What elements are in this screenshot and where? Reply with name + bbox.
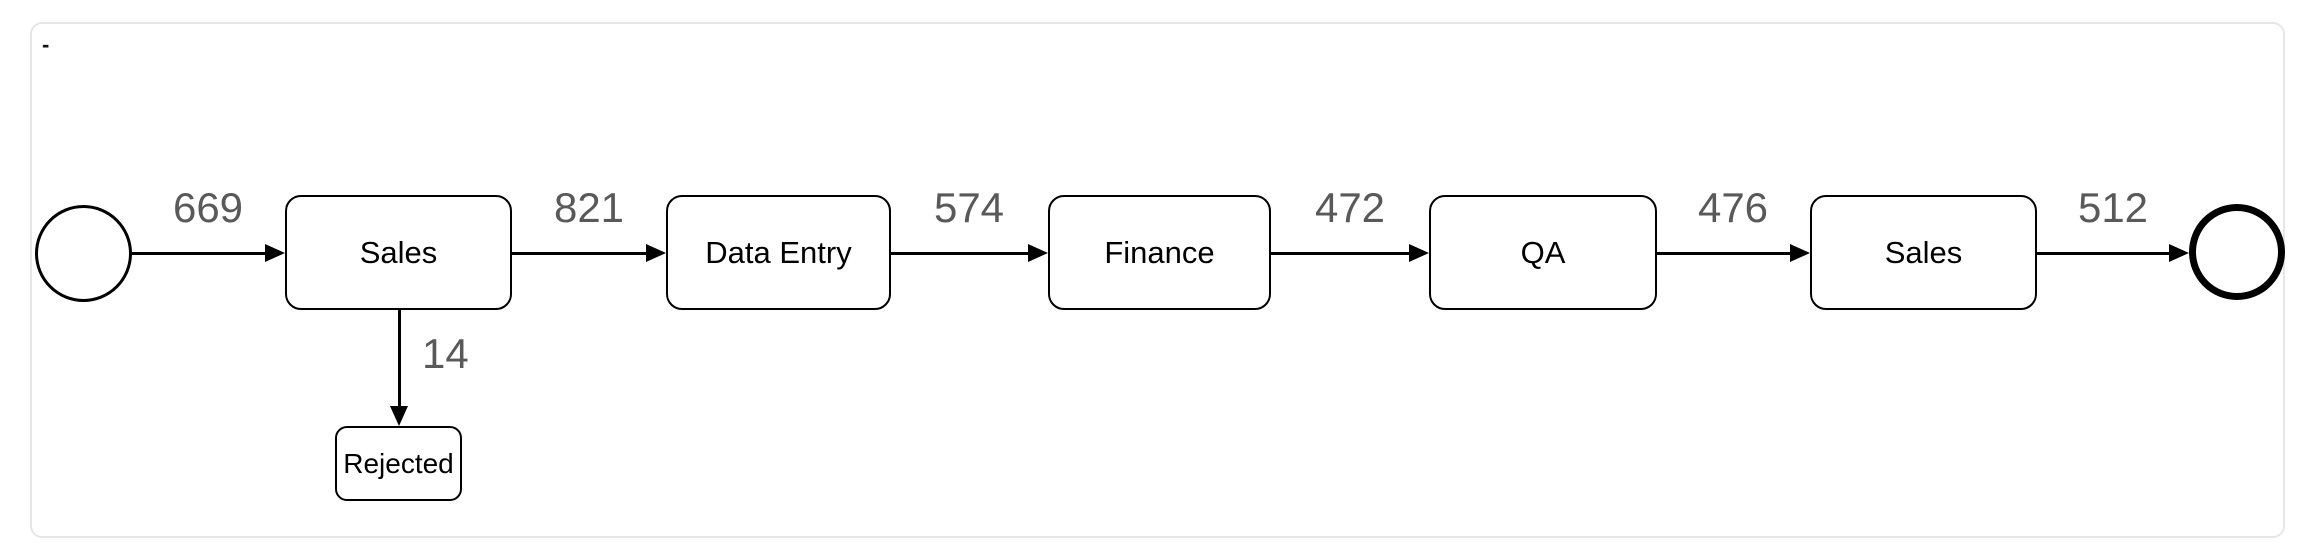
edge-finance-to-qa xyxy=(1271,252,1409,255)
arrowhead-right-icon xyxy=(2169,244,2189,262)
arrowhead-down-icon xyxy=(390,406,408,426)
node-finance: Finance xyxy=(1048,195,1271,310)
diagram-panel: - 669 Sales 821 Data Entry 574 Finance 4… xyxy=(30,22,2285,538)
node-qa: QA xyxy=(1429,195,1657,310)
edge-sales-to-data-entry xyxy=(512,252,646,255)
arrowhead-right-icon xyxy=(1409,244,1429,262)
edge-count-label: 472 xyxy=(1314,184,1386,231)
node-label: Finance xyxy=(1104,234,1215,270)
edge-count-label: 821 xyxy=(553,184,625,231)
arrowhead-right-icon xyxy=(1790,244,1810,262)
panel-dash: - xyxy=(42,32,50,57)
edge-sales-to-rejected xyxy=(398,310,401,406)
edge-count-label: 669 xyxy=(172,184,244,231)
edge-count-label: 14 xyxy=(422,330,469,377)
node-sales-1: Sales xyxy=(285,195,512,310)
edge-qa-to-sales xyxy=(1657,252,1790,255)
node-rejected: Rejected xyxy=(335,426,462,501)
node-sales-2: Sales xyxy=(1810,195,2037,310)
node-label: Sales xyxy=(359,234,438,270)
start-event-node xyxy=(35,205,132,302)
arrowhead-right-icon xyxy=(265,244,285,262)
edge-data-entry-to-finance xyxy=(891,252,1028,255)
arrowhead-right-icon xyxy=(646,244,666,262)
edge-count-label: 476 xyxy=(1697,184,1769,231)
edge-sales-to-end xyxy=(2037,252,2169,255)
arrowhead-right-icon xyxy=(1028,244,1048,262)
edge-count-label: 574 xyxy=(933,184,1005,231)
edge-count-label: 512 xyxy=(2077,184,2149,231)
edge-start-to-sales xyxy=(132,252,267,255)
node-label: Rejected xyxy=(343,447,454,479)
node-label: QA xyxy=(1520,234,1566,270)
node-data-entry: Data Entry xyxy=(666,195,891,310)
node-label: Data Entry xyxy=(705,234,852,270)
node-label: Sales xyxy=(1884,234,1963,270)
end-event-node xyxy=(2189,204,2285,300)
